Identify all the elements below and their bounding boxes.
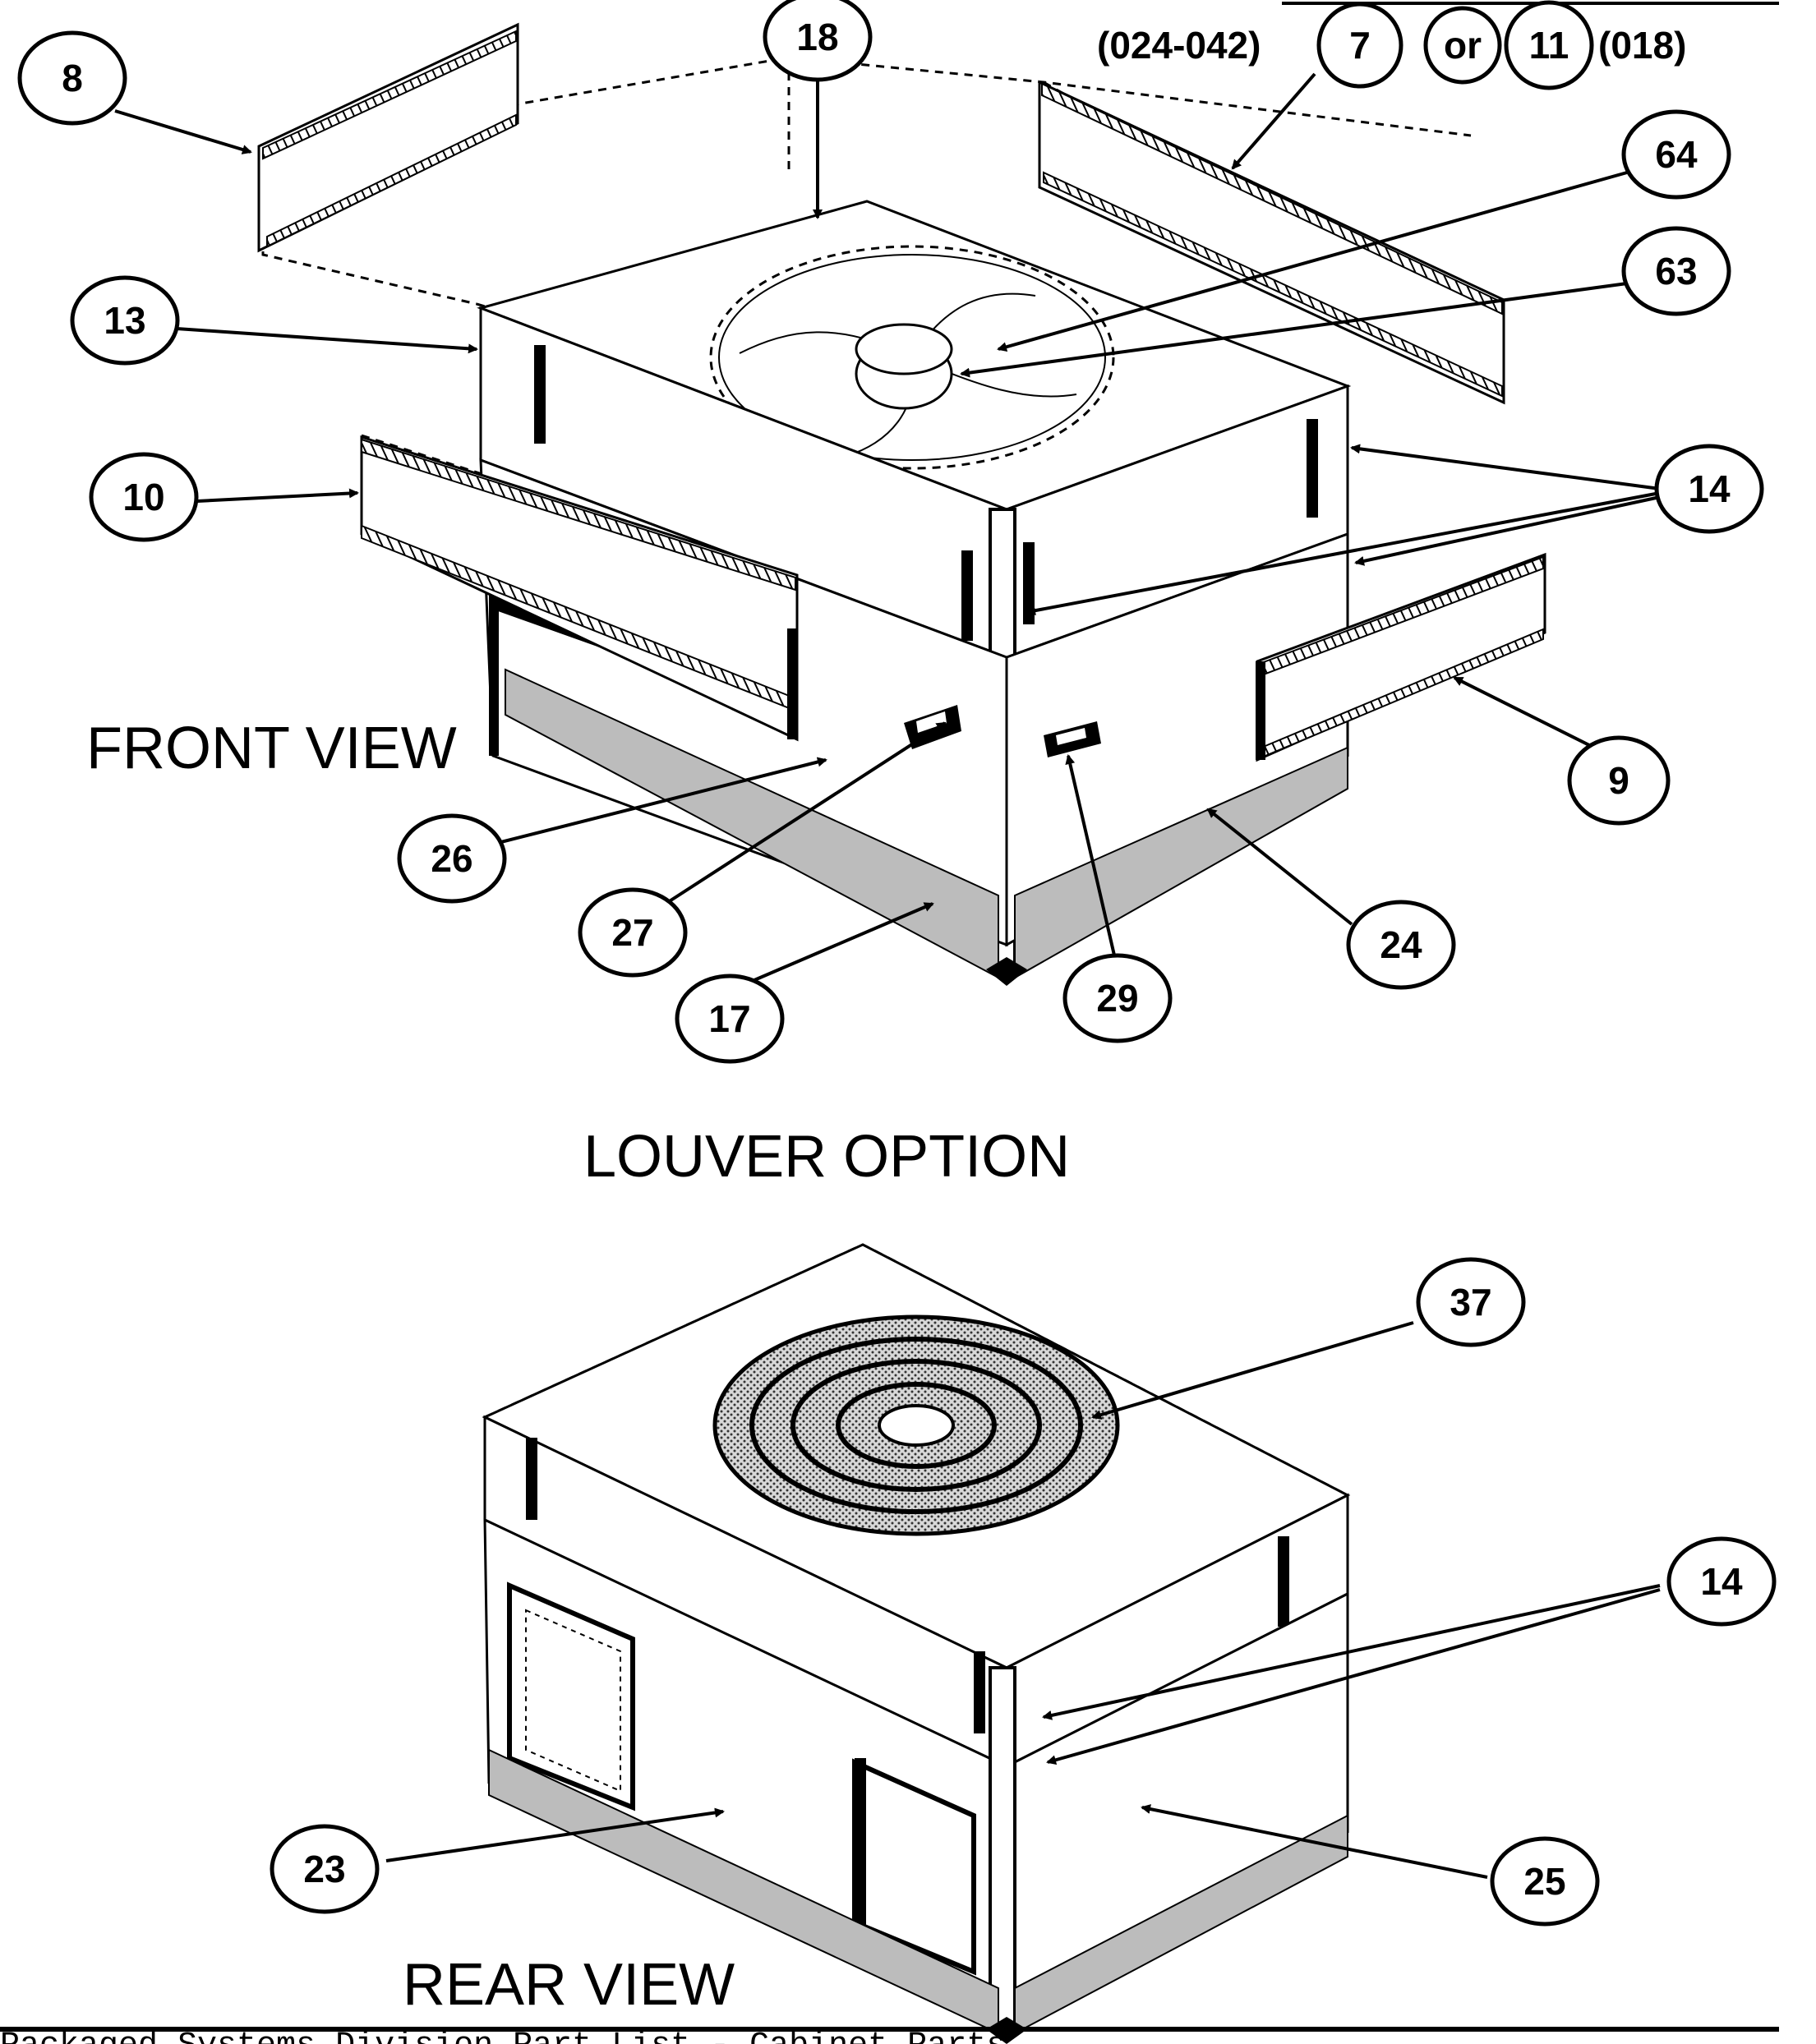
louver-option-label: LOUVER OPTION [583, 1124, 1070, 1190]
svg-text:37: 37 [1450, 1281, 1491, 1324]
footer-text: Packaged Systems Division Part List - Ca… [0, 2028, 1006, 2044]
model-range-b: (018) [1598, 24, 1686, 67]
or-word: or [1444, 24, 1482, 67]
panel-8 [257, 22, 519, 253]
svg-text:10: 10 [122, 476, 164, 518]
svg-text:63: 63 [1655, 250, 1697, 292]
callout-8: 8 [17, 30, 127, 126]
svg-text:8: 8 [62, 57, 83, 99]
svg-text:24: 24 [1380, 923, 1422, 966]
callout-26: 26 [397, 813, 507, 904]
svg-text:18: 18 [796, 16, 838, 58]
callout-11: 11 [1529, 24, 1569, 67]
front-view-unit [257, 22, 1546, 986]
svg-text:14: 14 [1700, 1560, 1743, 1603]
callout-18: 18 [763, 0, 873, 82]
svg-text:13: 13 [104, 299, 145, 342]
callout-7: 7 [1349, 24, 1371, 67]
svg-text:23: 23 [303, 1848, 345, 1890]
callout-9: 9 [1567, 735, 1671, 826]
callout-13: 13 [70, 275, 180, 366]
panel-7-11 [1038, 80, 1505, 405]
svg-text:14: 14 [1688, 467, 1731, 510]
rear-view-label: REAR VIEW [403, 1952, 735, 2018]
front-view-label: FRONT VIEW [86, 716, 457, 781]
model-range-a: (024-042) [1097, 24, 1261, 67]
callouts: 8 18 64 63 13 10 14 9 26 27 17 29 24 37 … [17, 0, 1777, 1927]
callout-37: 37 [1416, 1257, 1526, 1347]
svg-text:17: 17 [708, 997, 750, 1040]
callout-14-rear: 14 [1666, 1536, 1777, 1627]
fan-ring [709, 245, 1115, 470]
svg-text:29: 29 [1096, 977, 1138, 1020]
callout-24: 24 [1346, 900, 1456, 990]
model-header: (024-042) 7 or 11 (018) [1097, 0, 1686, 90]
rear-view-unit [482, 1243, 1351, 2044]
callout-14-front: 14 [1654, 444, 1764, 534]
callout-64: 64 [1621, 109, 1731, 200]
svg-text:27: 27 [611, 911, 653, 954]
callout-25: 25 [1490, 1836, 1600, 1927]
leader-lines [114, 66, 1661, 1879]
callout-29: 29 [1062, 953, 1173, 1043]
svg-text:25: 25 [1523, 1860, 1565, 1903]
callout-23: 23 [270, 1824, 380, 1914]
svg-text:26: 26 [431, 837, 472, 880]
callout-27: 27 [578, 887, 688, 978]
callout-63: 63 [1621, 226, 1731, 316]
callout-10: 10 [89, 452, 199, 542]
svg-text:64: 64 [1655, 133, 1698, 176]
svg-text:9: 9 [1608, 759, 1629, 802]
callout-17: 17 [675, 974, 785, 1064]
